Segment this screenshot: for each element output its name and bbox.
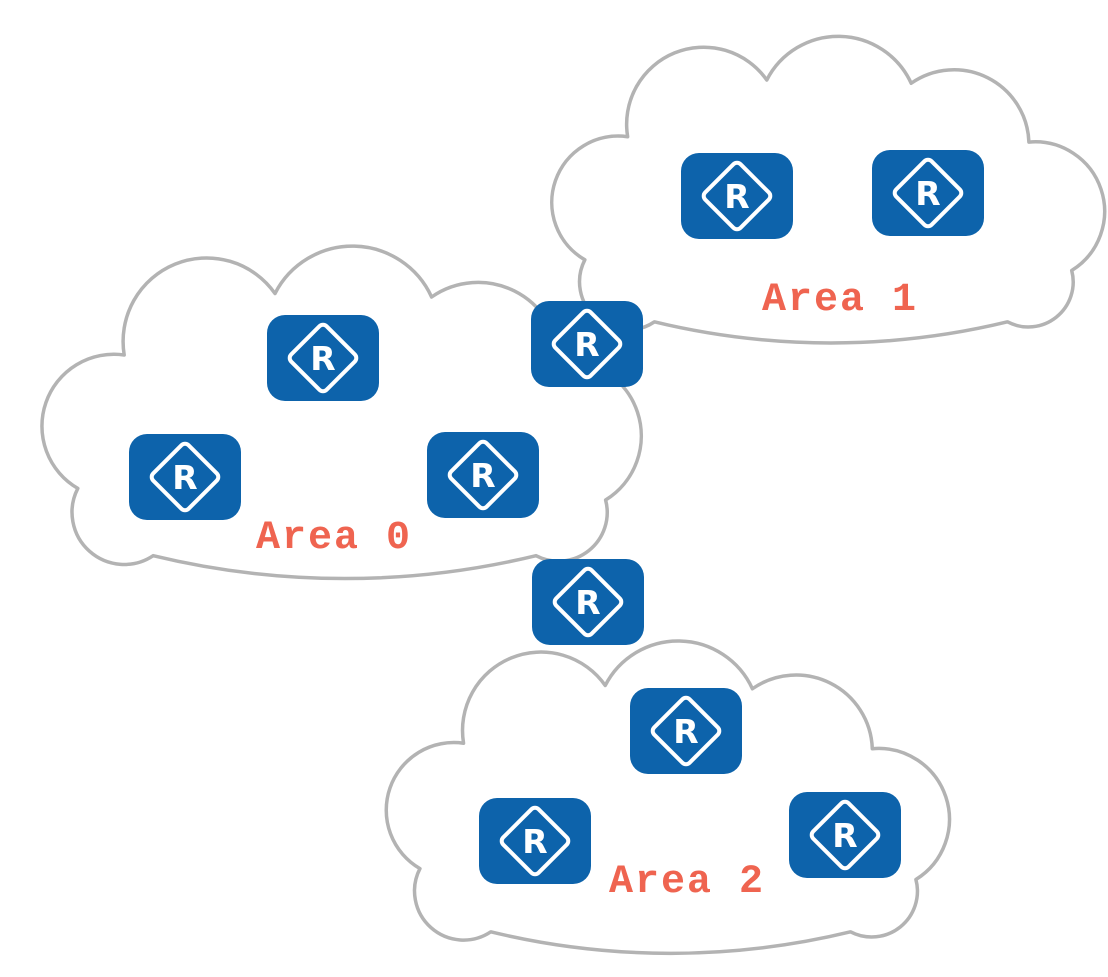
router-glyph: R bbox=[522, 821, 548, 861]
router-glyph: R bbox=[575, 582, 601, 622]
router-glyph: R bbox=[673, 711, 699, 751]
area-0-label: Area 0 bbox=[255, 516, 413, 561]
router-area0-2-icon: R bbox=[129, 434, 241, 520]
router-area2-3-icon: R bbox=[789, 792, 901, 878]
router-glyph: R bbox=[832, 815, 858, 855]
router-glyph: R bbox=[915, 173, 941, 213]
area-1-label: Area 1 bbox=[761, 278, 919, 323]
router-abr-area0-area1-icon: R bbox=[531, 301, 643, 387]
router-area2-1-icon: R bbox=[630, 688, 742, 774]
router-area0-1-icon: R bbox=[267, 315, 379, 401]
router-abr-area0-area2-icon: R bbox=[532, 559, 644, 645]
area-1-cloud bbox=[552, 36, 1105, 343]
router-glyph: R bbox=[574, 324, 600, 364]
router-area2-2-icon: R bbox=[479, 798, 591, 884]
router-area0-3-icon: R bbox=[427, 432, 539, 518]
router-glyph: R bbox=[470, 455, 496, 495]
router-area1-2-icon: R bbox=[872, 150, 984, 236]
area-2-label: Area 2 bbox=[608, 860, 766, 905]
router-glyph: R bbox=[724, 176, 750, 216]
router-area1-1-icon: R bbox=[681, 153, 793, 239]
router-glyph: R bbox=[172, 457, 198, 497]
router-glyph: R bbox=[310, 338, 336, 378]
